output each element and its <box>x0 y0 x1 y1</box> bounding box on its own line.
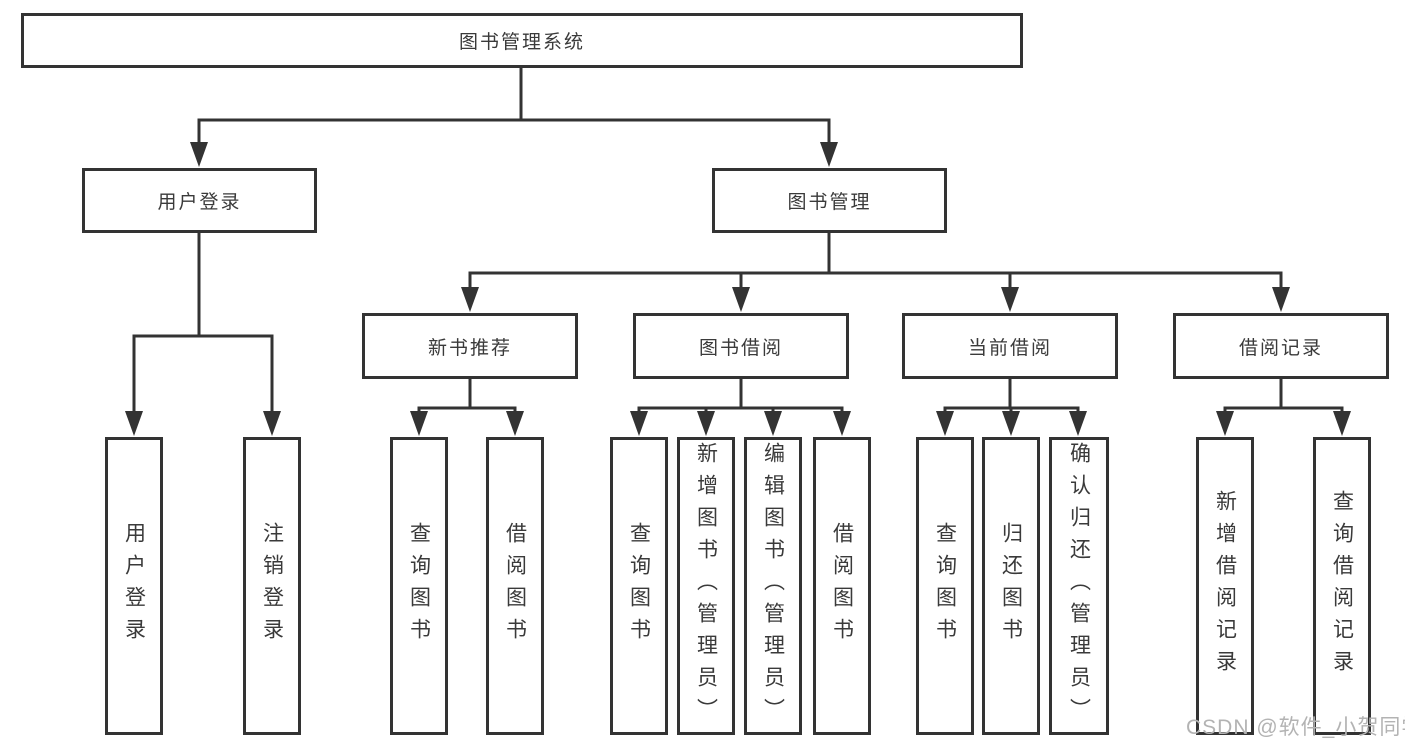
leaf-borrow-books-2: 借阅图书 <box>813 437 871 735</box>
leaf-query-books-2-label: 查询图书 <box>627 522 651 650</box>
node-current-borrow-label: 当前借阅 <box>967 337 1052 359</box>
leaf-user-login-label: 用户登录 <box>122 522 146 650</box>
leaf-return-books: 归还图书 <box>982 437 1040 735</box>
leaf-add-books-admin-label: 新增图书（管理员） <box>694 442 718 730</box>
leaf-user-login: 用户登录 <box>105 437 163 735</box>
leaf-add-borrow-record: 新增借阅记录 <box>1196 437 1254 735</box>
leaf-return-books-label: 归还图书 <box>999 522 1023 650</box>
leaf-edit-books-admin-label: 编辑图书（管理员） <box>761 442 785 730</box>
arrowhead-icons <box>125 142 1351 436</box>
tree-edges <box>132 66 1344 415</box>
node-borrow-records: 借阅记录 <box>1173 313 1389 379</box>
leaf-edit-books-admin: 编辑图书（管理员） <box>744 437 802 735</box>
node-book-mgmt-branch-label: 图书管理 <box>787 192 872 213</box>
leaf-borrow-books-1: 借阅图书 <box>486 437 544 735</box>
node-book-borrow-label: 图书借阅 <box>698 337 783 359</box>
leaf-query-books-3-label: 查询图书 <box>933 522 957 650</box>
leaf-query-books-3: 查询图书 <box>916 437 974 735</box>
node-root-label: 图书管理系统 <box>458 32 585 53</box>
node-book-mgmt-branch: 图书管理 <box>712 168 947 233</box>
node-current-borrow: 当前借阅 <box>902 313 1118 379</box>
node-book-borrow: 图书借阅 <box>633 313 849 379</box>
node-user-login-branch: 用户登录 <box>82 168 317 233</box>
watermark: CSDN @软件_小贺同学 <box>1186 716 1405 739</box>
leaf-query-books-1: 查询图书 <box>390 437 448 735</box>
leaf-logout: 注销登录 <box>243 437 301 735</box>
leaf-borrow-books-2-label: 借阅图书 <box>830 522 854 650</box>
node-new-book-recommend: 新书推荐 <box>362 313 578 379</box>
node-new-book-recommend-label: 新书推荐 <box>427 337 512 359</box>
leaf-query-borrow-record: 查询借阅记录 <box>1313 437 1371 735</box>
node-borrow-records-label: 借阅记录 <box>1238 337 1323 359</box>
leaf-borrow-books-1-label: 借阅图书 <box>503 522 527 650</box>
leaf-logout-label: 注销登录 <box>260 522 284 650</box>
leaf-query-books-1-label: 查询图书 <box>407 522 431 650</box>
leaf-confirm-return-admin: 确认归还（管理员） <box>1049 437 1109 735</box>
leaf-add-books-admin: 新增图书（管理员） <box>677 437 735 735</box>
leaf-confirm-return-admin-label: 确认归还（管理员） <box>1067 442 1091 730</box>
leaf-query-borrow-record-label: 查询借阅记录 <box>1330 490 1354 682</box>
leaf-query-books-2: 查询图书 <box>610 437 668 735</box>
node-user-login-branch-label: 用户登录 <box>157 192 242 213</box>
leaf-add-borrow-record-label: 新增借阅记录 <box>1213 490 1237 682</box>
node-root: 图书管理系统 <box>21 13 1023 68</box>
